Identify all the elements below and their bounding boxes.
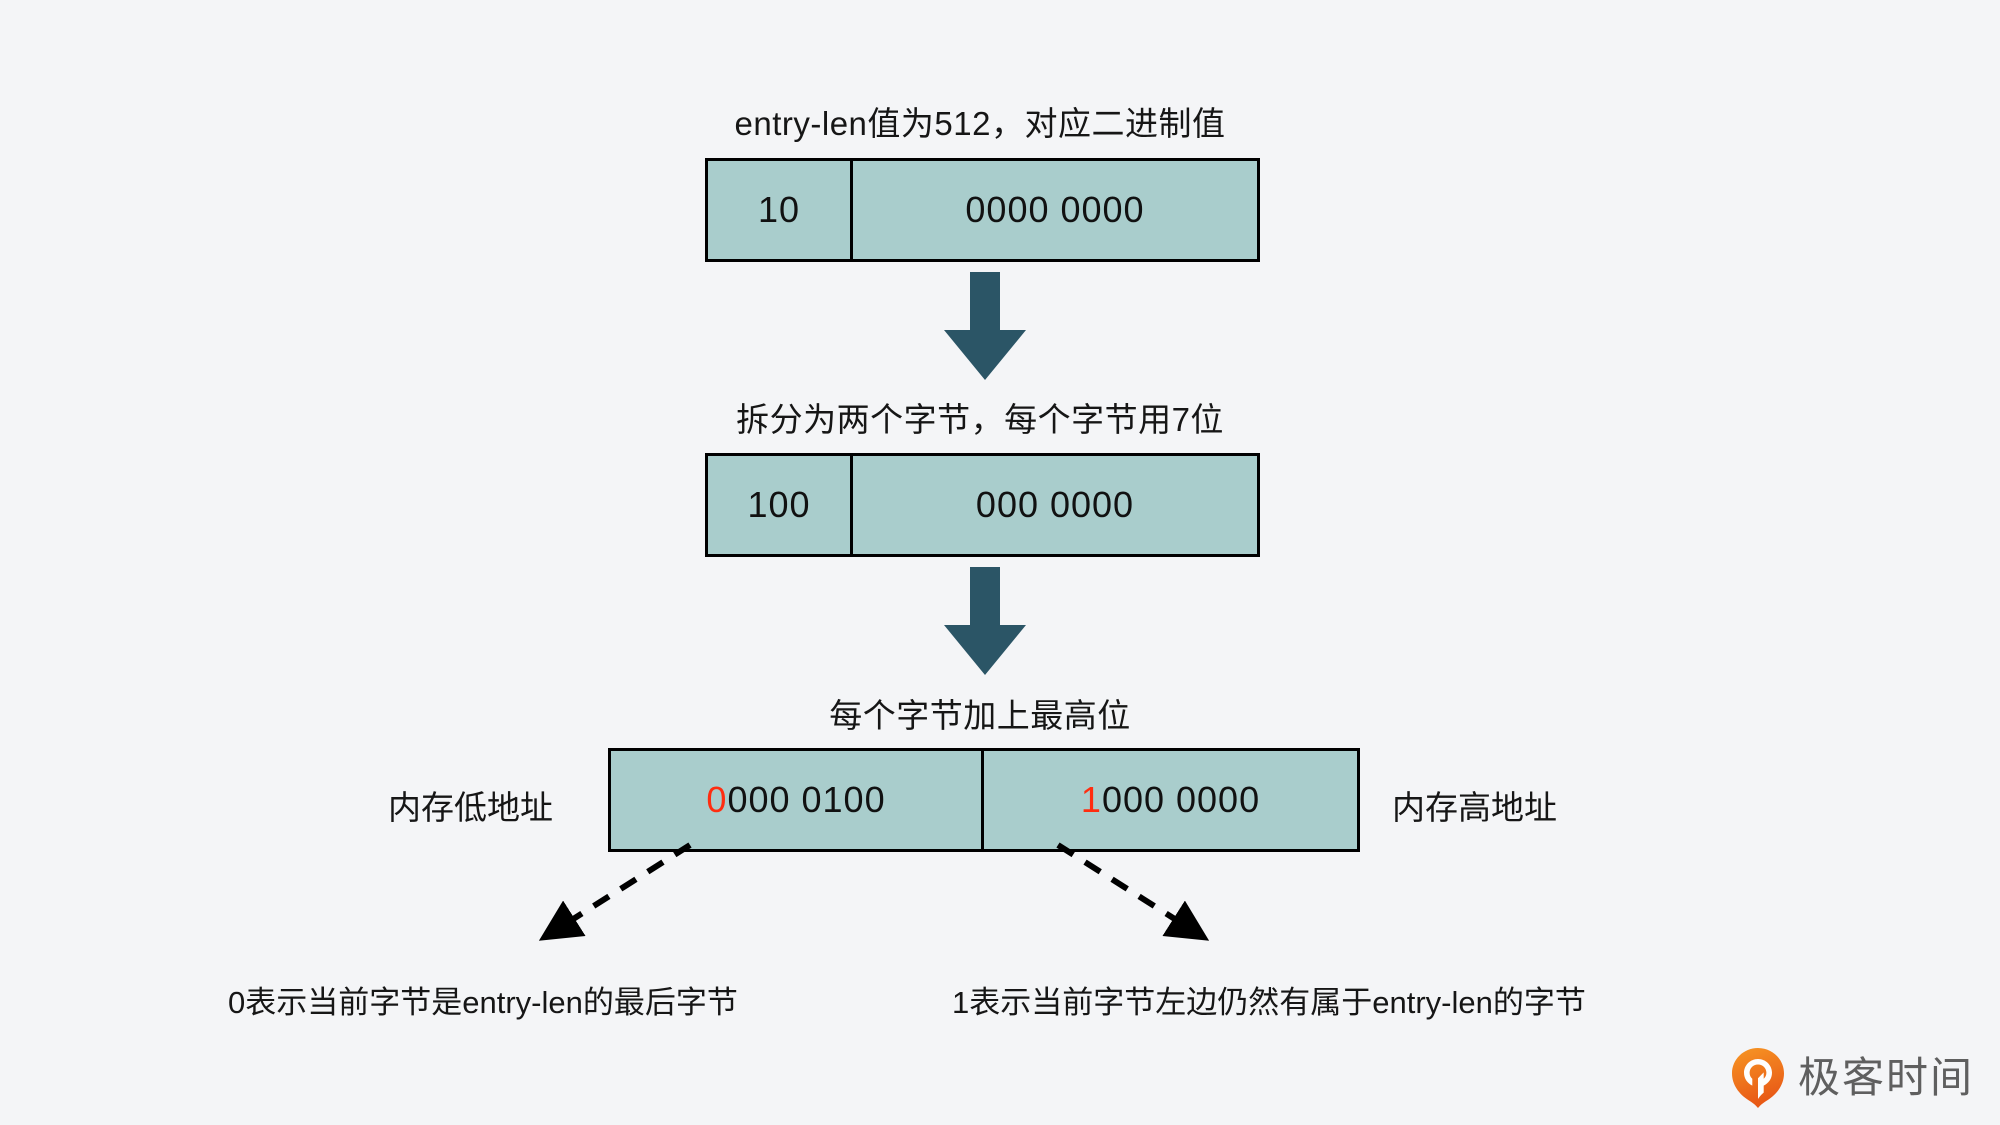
step-2-byte-box: 100 000 0000 bbox=[705, 453, 1260, 557]
down-arrow-icon-2 bbox=[944, 567, 1026, 675]
note-left: 0表示当前字节是entry-len的最后字节 bbox=[228, 985, 738, 1020]
memory-high-address-label: 内存高地址 bbox=[1392, 789, 1557, 826]
step-2-cell-0: 100 bbox=[708, 456, 853, 554]
geektime-logo-icon bbox=[1731, 1048, 1784, 1108]
dashed-arrow-left bbox=[538, 842, 692, 941]
dashed-arrow-right bbox=[1056, 842, 1210, 941]
step-3-cell-1-bits: 000 0000 bbox=[1101, 779, 1261, 820]
watermark-brand-text: 极客时间 bbox=[1797, 1054, 1974, 1101]
step-1-caption: entry-len值为512，对应二进制值 bbox=[734, 105, 1226, 142]
step-1-cell-0: 10 bbox=[708, 161, 853, 259]
watermark: 极客时间 bbox=[1730, 1047, 1974, 1109]
step-3-cell-0-bits: 000 0100 bbox=[727, 779, 886, 820]
note-right: 1表示当前字节左边仍然有属于entry-len的字节 bbox=[952, 985, 1586, 1020]
step-2-caption: 拆分为两个字节，每个字节用7位 bbox=[736, 401, 1224, 438]
step-3-cell-0-highlight-bit: 0 bbox=[706, 779, 728, 820]
step-3-caption: 每个字节加上最高位 bbox=[829, 697, 1131, 734]
step-2-cell-1: 000 0000 bbox=[975, 484, 1135, 525]
memory-low-address-label: 内存低地址 bbox=[388, 789, 553, 826]
step-1-cell-1: 0000 0000 bbox=[965, 189, 1145, 230]
step-1-byte-box: 10 0000 0000 bbox=[705, 158, 1260, 262]
down-arrow-icon-1 bbox=[944, 272, 1026, 380]
step-3-cell-1-highlight-bit: 1 bbox=[1080, 779, 1102, 820]
